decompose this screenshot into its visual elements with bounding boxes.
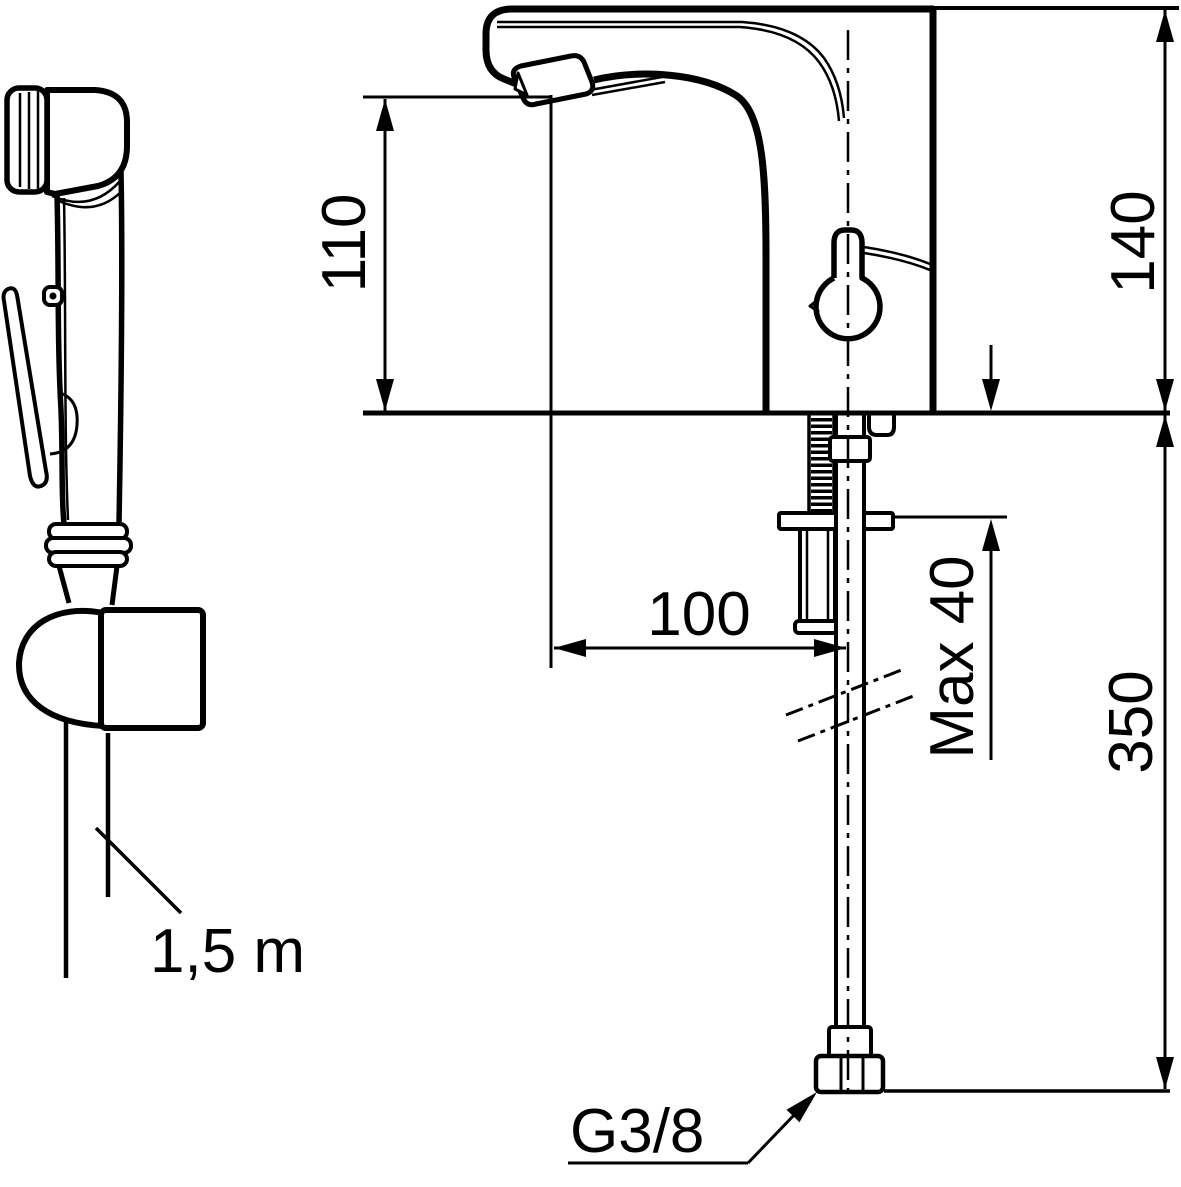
arrowhead-up bbox=[982, 519, 1000, 551]
sensor-cable-line-1 bbox=[863, 245, 931, 266]
sensor-knob-notch bbox=[808, 297, 820, 314]
arrowhead-down bbox=[376, 379, 394, 411]
dimension-label-100: 100 bbox=[647, 580, 750, 649]
dimension-faucet-height: 140 bbox=[1099, 10, 1174, 411]
spray-handle-right-edge bbox=[116, 171, 125, 525]
aerator-outlet bbox=[510, 53, 596, 108]
dimensions: 110 140 350 Max 40 bbox=[310, 10, 1174, 1166]
spout-underside bbox=[593, 70, 770, 411]
hose-leader-line bbox=[94, 826, 183, 915]
sensor-control-knob bbox=[813, 227, 883, 342]
hose-upper-fitting bbox=[828, 435, 872, 463]
spray-cone-right bbox=[109, 565, 120, 606]
hose-break-mark-2 bbox=[797, 693, 917, 743]
dimension-spout-height: 110 bbox=[310, 95, 553, 668]
dimension-spout-reach: 100 bbox=[554, 580, 846, 657]
spout-tip-line-1 bbox=[589, 75, 663, 92]
spray-handle-left-edge bbox=[54, 193, 67, 525]
arrowhead-down bbox=[1156, 1057, 1174, 1089]
mounting-nut-facets bbox=[805, 531, 830, 619]
arrowhead-down bbox=[1156, 379, 1174, 411]
arrowhead-up bbox=[1156, 415, 1174, 447]
arrowhead-up bbox=[1156, 10, 1174, 42]
dimension-label-350: 350 bbox=[1097, 670, 1166, 773]
hex-connector-facets bbox=[839, 1058, 865, 1090]
arrowhead-down bbox=[982, 379, 1000, 411]
hose-break-mark-1 bbox=[785, 667, 905, 717]
arrowhead-up bbox=[376, 99, 394, 131]
hex-connector bbox=[813, 1053, 886, 1095]
supply-hose-edges bbox=[834, 415, 866, 1030]
lid-inner-line-2 bbox=[497, 25, 841, 122]
dimension-deck-thickness: Max 40 bbox=[895, 345, 1007, 760]
lid-inner-line-1 bbox=[497, 20, 846, 119]
hose-lower-fitting bbox=[827, 1025, 873, 1060]
hose-collar-ring-3 bbox=[47, 550, 129, 568]
arrowhead-right bbox=[814, 639, 846, 657]
spray-head-dome bbox=[44, 87, 130, 197]
spray-handle-inner-line bbox=[62, 197, 70, 521]
spray-hose-length-label: 1,5 m bbox=[150, 917, 305, 986]
lever-mount-curl bbox=[49, 391, 79, 456]
under-counter-bracket bbox=[867, 415, 896, 437]
spray-face-cap bbox=[4, 85, 50, 195]
holder-bracket-block bbox=[98, 607, 206, 731]
dimension-label-110: 110 bbox=[310, 194, 379, 293]
mounting-nut bbox=[798, 527, 837, 623]
spray-cone-left bbox=[56, 565, 72, 604]
mounting-nut-flare bbox=[793, 619, 842, 635]
faucet-top-cap bbox=[482, 5, 934, 91]
dimension-label-140: 140 bbox=[1099, 190, 1168, 293]
spout-tip-line-2 bbox=[591, 80, 666, 97]
leader-diagonal bbox=[746, 1111, 798, 1165]
sensor-cable-line-2 bbox=[863, 251, 931, 272]
spray-face-ribs bbox=[18, 91, 40, 190]
trigger-pivot-dot bbox=[49, 292, 57, 300]
holder-cup bbox=[15, 607, 104, 729]
trigger-lever bbox=[1, 286, 49, 489]
aerator-notch bbox=[513, 71, 529, 97]
dimension-below-deck: 350 bbox=[1097, 415, 1174, 1089]
leader-arrowhead bbox=[786, 1092, 817, 1123]
hand-spray-figure: 1,5 m bbox=[1, 85, 305, 986]
faucet-figure bbox=[363, 5, 1179, 1095]
thread-label-g38: G3/8 bbox=[570, 1097, 704, 1166]
arrowhead-left bbox=[554, 639, 586, 657]
callout-connection-thread: G3/8 bbox=[568, 1092, 817, 1166]
dimension-label-max40: Max 40 bbox=[918, 555, 987, 758]
